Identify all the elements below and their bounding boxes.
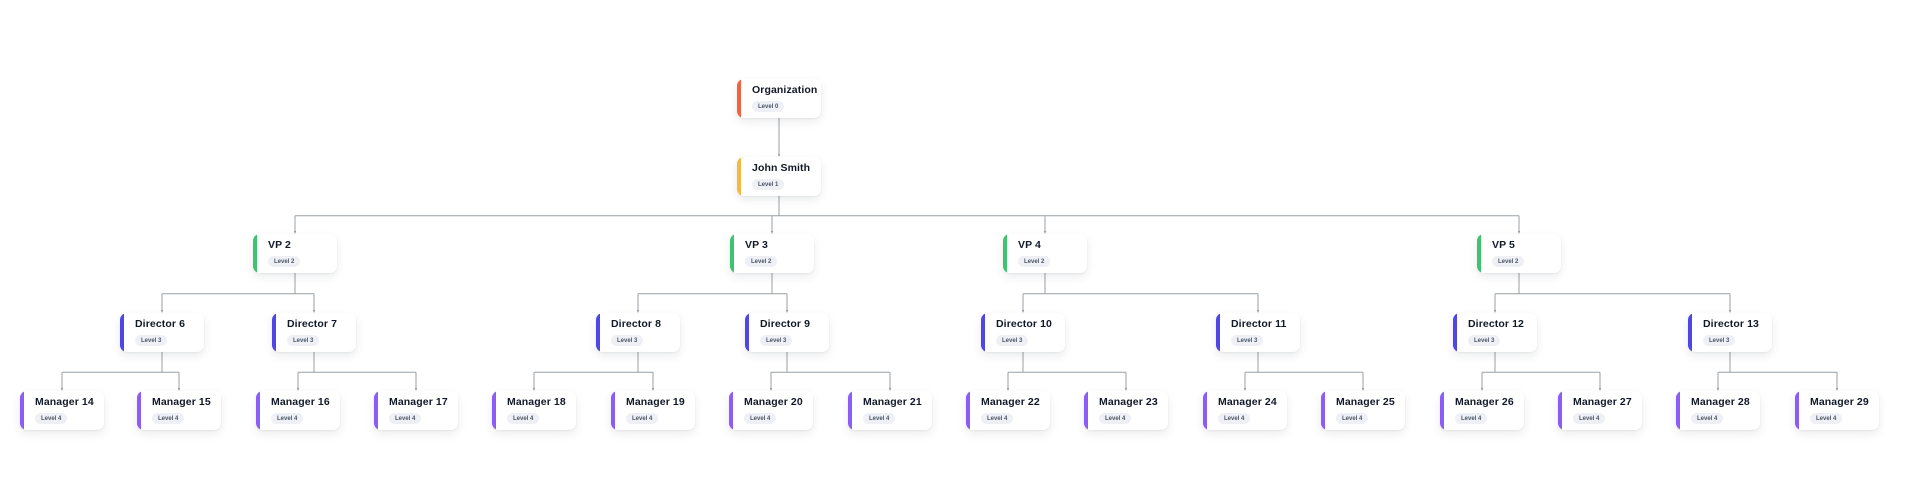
org-node-n25[interactable]: Manager 25 Level 4 [1321, 391, 1405, 430]
node-title: Manager 28 [1691, 395, 1750, 408]
org-node-n29[interactable]: Manager 29 Level 4 [1795, 391, 1879, 430]
node-title: VP 2 [268, 238, 291, 251]
node-title: Director 12 [1468, 317, 1524, 330]
org-node-n21[interactable]: Manager 21 Level 4 [848, 391, 932, 430]
node-level-badge: Level 3 [1231, 335, 1264, 347]
org-node-n26[interactable]: Manager 26 Level 4 [1440, 391, 1524, 430]
node-level-badge: Level 3 [1703, 335, 1736, 347]
org-node-n28[interactable]: Manager 28 Level 4 [1676, 391, 1760, 430]
org-node-n14[interactable]: Manager 14 Level 4 [20, 391, 104, 430]
node-title: Manager 24 [1218, 395, 1277, 408]
node-level-badge: Level 3 [287, 335, 320, 347]
node-level-badge: Level 4 [389, 413, 422, 425]
org-node-n20[interactable]: Manager 20 Level 4 [729, 391, 813, 430]
node-title: Director 11 [1231, 317, 1287, 330]
node-level-badge: Level 4 [1099, 413, 1132, 425]
org-node-n12[interactable]: Director 12 Level 3 [1453, 313, 1537, 352]
node-title: VP 5 [1492, 238, 1515, 251]
node-level-badge: Level 4 [152, 413, 185, 425]
node-level-badge: Level 2 [268, 256, 301, 268]
node-level-badge: Level 2 [1018, 256, 1051, 268]
node-level-badge: Level 0 [752, 101, 785, 113]
node-level-badge: Level 4 [863, 413, 896, 425]
node-level-badge: Level 4 [507, 413, 540, 425]
org-node-n23[interactable]: Manager 23 Level 4 [1084, 391, 1168, 430]
org-node-n7[interactable]: Director 7 Level 3 [272, 313, 356, 352]
org-node-n19[interactable]: Manager 19 Level 4 [611, 391, 695, 430]
node-title: Manager 14 [35, 395, 94, 408]
node-title: Manager 27 [1573, 395, 1632, 408]
node-level-badge: Level 2 [1492, 256, 1525, 268]
org-node-n24[interactable]: Manager 24 Level 4 [1203, 391, 1287, 430]
node-title: VP 4 [1018, 238, 1041, 251]
node-level-badge: Level 3 [611, 335, 644, 347]
node-level-badge: Level 2 [745, 256, 778, 268]
node-title: Manager 16 [271, 395, 330, 408]
node-title: Manager 18 [507, 395, 566, 408]
node-title: Director 6 [135, 317, 186, 330]
node-title: Manager 22 [981, 395, 1040, 408]
node-title: Manager 29 [1810, 395, 1869, 408]
node-level-badge: Level 3 [135, 335, 168, 347]
node-title: Manager 15 [152, 395, 211, 408]
node-title: Manager 23 [1099, 395, 1158, 408]
node-title: Director 13 [1703, 317, 1759, 330]
node-title: Manager 25 [1336, 395, 1395, 408]
node-level-badge: Level 4 [271, 413, 304, 425]
node-level-badge: Level 4 [1455, 413, 1488, 425]
node-title: Manager 17 [389, 395, 448, 408]
node-title: Director 9 [760, 317, 811, 330]
node-level-badge: Level 4 [1691, 413, 1724, 425]
org-node-n13[interactable]: Director 13 Level 3 [1688, 313, 1772, 352]
org-node-n6[interactable]: Director 6 Level 3 [120, 313, 204, 352]
org-node-n3[interactable]: VP 3 Level 2 [730, 234, 814, 273]
node-level-badge: Level 3 [1468, 335, 1501, 347]
org-node-n2[interactable]: VP 2 Level 2 [253, 234, 337, 273]
node-level-badge: Level 3 [760, 335, 793, 347]
node-title: Manager 26 [1455, 395, 1514, 408]
node-level-badge: Level 4 [1573, 413, 1606, 425]
org-node-n8[interactable]: Director 8 Level 3 [596, 313, 680, 352]
org-node-n18[interactable]: Manager 18 Level 4 [492, 391, 576, 430]
node-level-badge: Level 4 [1336, 413, 1369, 425]
node-level-badge: Level 3 [996, 335, 1029, 347]
org-node-n27[interactable]: Manager 27 Level 4 [1558, 391, 1642, 430]
org-node-n17[interactable]: Manager 17 Level 4 [374, 391, 458, 430]
node-title: Director 7 [287, 317, 338, 330]
node-title: Manager 21 [863, 395, 922, 408]
node-title: Manager 20 [744, 395, 803, 408]
node-title: Organization [752, 83, 818, 96]
org-node-n4[interactable]: VP 4 Level 2 [1003, 234, 1087, 273]
org-node-n16[interactable]: Manager 16 Level 4 [256, 391, 340, 430]
node-level-badge: Level 4 [744, 413, 777, 425]
org-node-n22[interactable]: Manager 22 Level 4 [966, 391, 1050, 430]
node-title: Director 10 [996, 317, 1052, 330]
node-level-badge: Level 4 [1218, 413, 1251, 425]
node-level-badge: Level 4 [626, 413, 659, 425]
org-node-n15[interactable]: Manager 15 Level 4 [137, 391, 221, 430]
node-title: VP 3 [745, 238, 768, 251]
node-level-badge: Level 1 [752, 179, 785, 191]
node-title: Director 8 [611, 317, 662, 330]
node-level-badge: Level 4 [981, 413, 1014, 425]
org-node-n11[interactable]: Director 11 Level 3 [1216, 313, 1300, 352]
node-level-badge: Level 4 [1810, 413, 1843, 425]
node-title: John Smith [752, 161, 811, 174]
org-node-n9[interactable]: Director 9 Level 3 [745, 313, 829, 352]
node-level-badge: Level 4 [35, 413, 68, 425]
org-node-n10[interactable]: Director 10 Level 3 [981, 313, 1065, 352]
org-node-n5[interactable]: VP 5 Level 2 [1477, 234, 1561, 273]
node-title: Manager 19 [626, 395, 685, 408]
